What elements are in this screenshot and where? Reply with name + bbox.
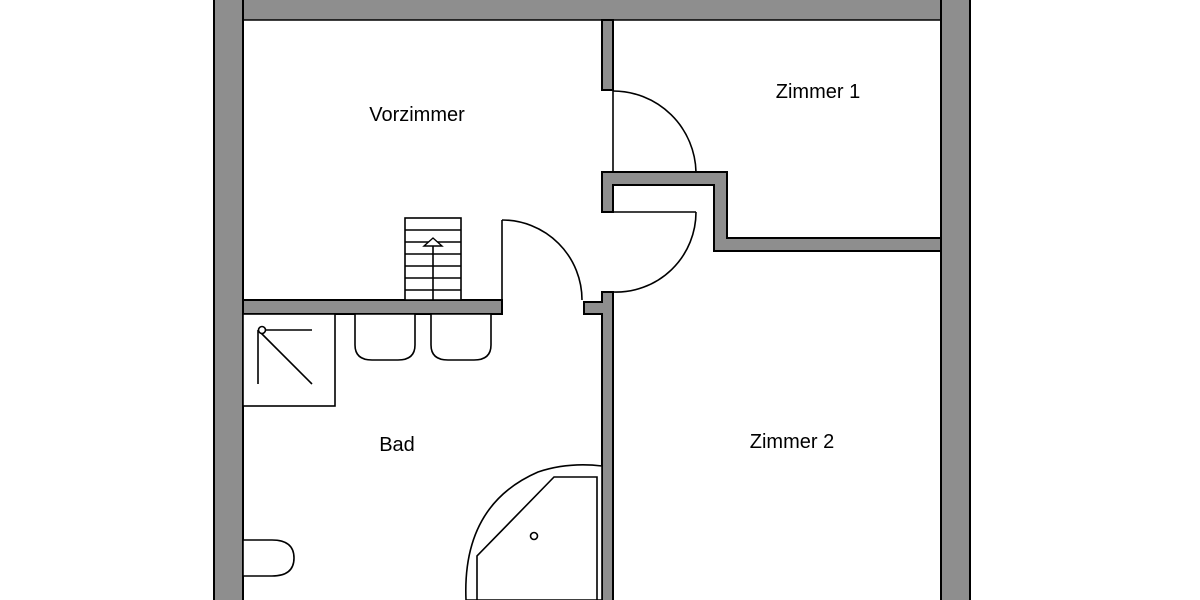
corner-bathtub [465,464,603,600]
room-label-bad: Bad [379,434,415,456]
sink-right [430,313,492,361]
wall-vorzimmer-zimmer1-upper [601,19,614,91]
room-label-zimmer1: Zimmer 1 [776,81,860,103]
sink-left [354,313,416,361]
door-zimmer2 [612,211,697,293]
room-label-vorzimmer: Vorzimmer [369,104,465,126]
stair-direction-arrow [422,237,444,247]
left-wall [213,0,244,600]
toilet [242,539,295,577]
top-wall [214,0,970,20]
shower [242,313,336,407]
staircase [404,217,462,301]
door-bad [501,219,583,301]
room-labels: Vorzimmer Zimmer 1 Bad Zimmer 2 [369,81,860,456]
exterior-walls [213,0,971,600]
doors [501,90,697,301]
room-label-zimmer2: Zimmer 2 [750,431,834,453]
bathroom-fixtures [242,313,603,600]
wall-vorzimmer-bad [242,299,503,315]
interior-walls [242,19,942,600]
door-zimmer1 [612,90,697,173]
wall-bad-zimmer2 [583,291,614,600]
wall-zimmer1-zimmer2 [601,171,942,252]
right-wall [940,0,971,600]
